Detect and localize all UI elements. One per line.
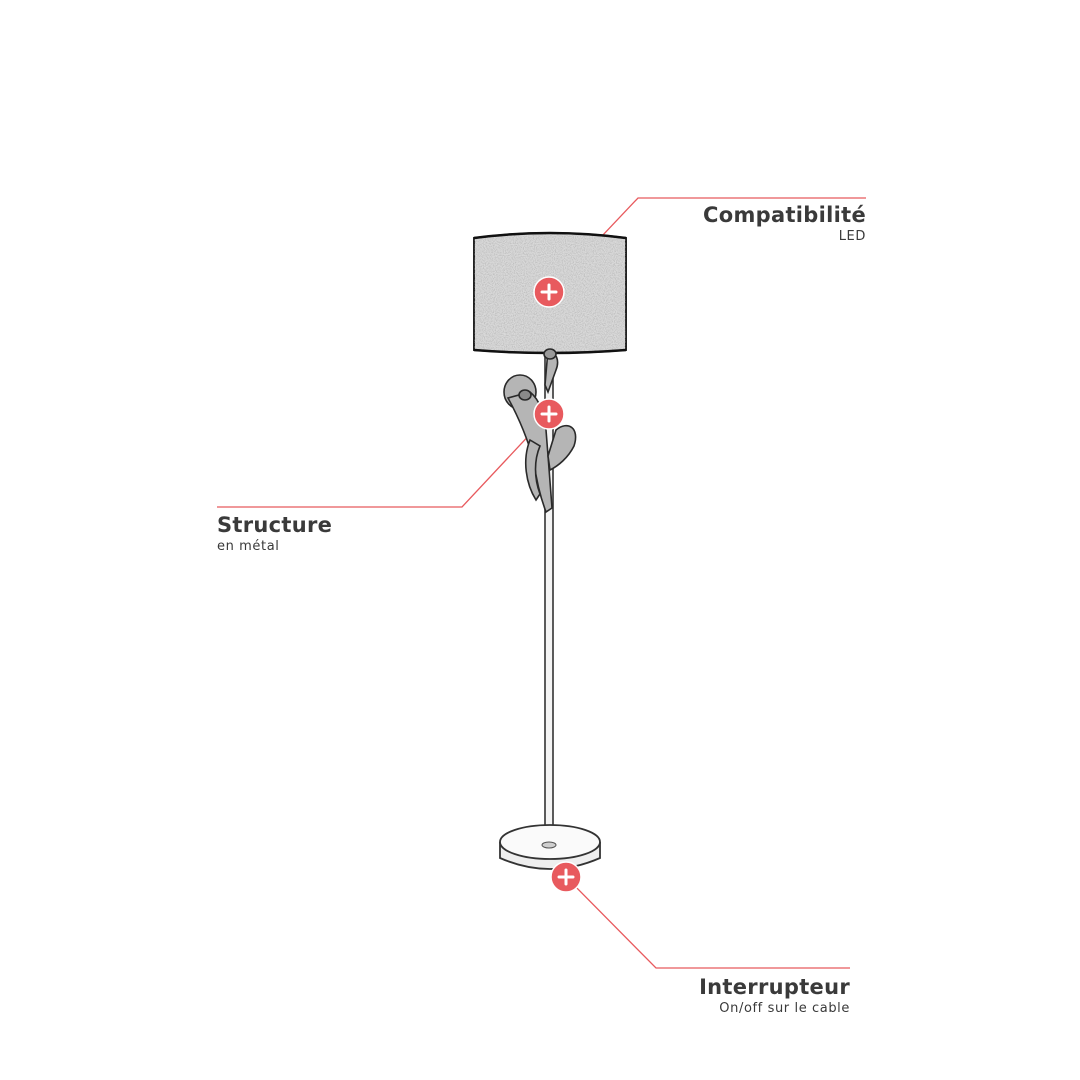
lamp-base	[499, 824, 601, 870]
callout-subtitle: en métal	[217, 539, 280, 554]
callout-subtitle: On/off sur le cable	[719, 1001, 850, 1016]
callout-title: Structure	[217, 513, 333, 537]
callout-subtitle: LED	[838, 229, 866, 244]
callout-compatibilite[interactable]: Compatibilité LED	[703, 202, 866, 246]
hotspot-interrupteur[interactable]	[550, 861, 582, 893]
connector-line-structure	[217, 413, 550, 508]
monkey-figurine	[503, 348, 577, 514]
hotspot-structure[interactable]	[533, 398, 565, 430]
callout-structure[interactable]: Structure en métal	[217, 512, 332, 556]
hotspot-compatibilite[interactable]	[533, 276, 565, 308]
connector-line-interrupteur	[565, 876, 850, 969]
floor-lamp	[473, 231, 627, 870]
callout-title: Compatibilité	[703, 203, 866, 227]
plus-icon	[540, 283, 558, 301]
plus-icon	[540, 405, 558, 423]
plus-icon	[557, 868, 575, 886]
callout-title: Interrupteur	[699, 975, 850, 999]
callout-interrupteur[interactable]: Interrupteur On/off sur le cable	[699, 974, 850, 1018]
